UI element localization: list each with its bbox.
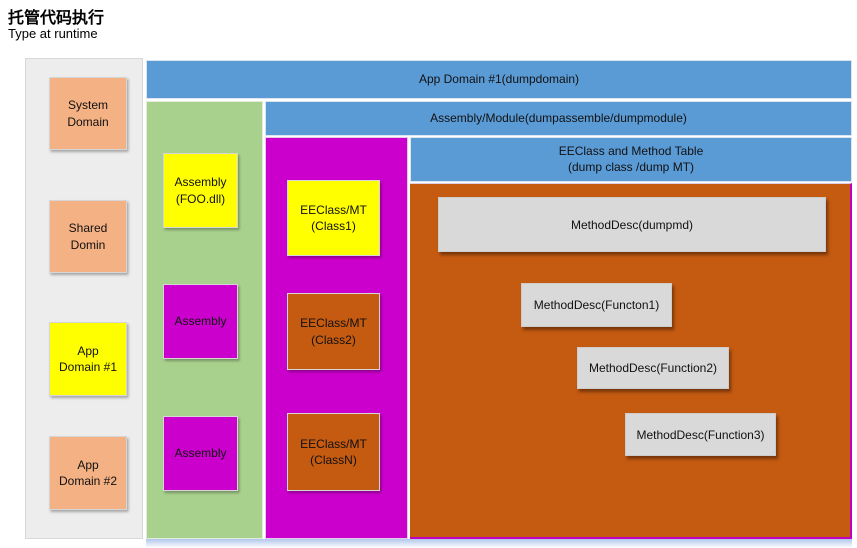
bottom-glow [146,539,852,548]
eeclass-class1-line2: (Class1) [311,219,356,233]
app-domain-header-bar: App Domain #1(dumpdomain) [146,60,852,99]
system-domain-label-line1: System [67,98,108,113]
assembly-3-label-line1: Assembly [174,446,227,461]
assembly-box-3: Assembly [163,416,238,491]
app-domain1-label-line2: Domain #1 [58,360,118,374]
methoddesc-function2-box: MethodDesc(Function2) [577,347,729,389]
page-subtitle: Type at runtime [8,26,98,41]
eeclass-classn-box: EEClass/MT (ClassN) [287,413,380,491]
methoddesc-function2-label: MethodDesc(Function2) [588,361,718,375]
eeclass-class2-line2: (Class2) [311,332,356,347]
system-domain-label-line2: Domain [67,114,109,129]
app-domain1-box: App Domain #1 [49,322,127,396]
eeclass-class1-box: EEClass/MT (Class1) [287,180,380,256]
methoddesc-function1-label: MethodDesc(Functon1) [533,298,660,312]
eeclass-class2-line1: EEClass/MT [300,316,367,331]
assembly-module-header-label: Assembly/Module(dumpassemble/dumpmodule) [430,110,687,125]
app-domain-header-label: App Domain #1(dumpdomain) [418,71,580,86]
assembly-foo-label-line1: Assembly [174,175,227,190]
app-domain2-label-line1: App [77,457,99,472]
eeclass-class1-line1: EEClass/MT [300,202,367,217]
system-domain-box: System Domain [49,77,127,150]
app-domain1-label-line1: App [77,343,99,358]
assembly-module-header-bar: Assembly/Module(dumpassemble/dumpmodule) [265,101,852,136]
methoddesc-dumpmd-label: MethodDesc(dumpmd) [570,217,694,232]
methoddesc-dumpmd-box: MethodDesc(dumpmd) [438,197,826,252]
shared-domain-box: Shared Domin [49,200,127,273]
eeclass-classn-line2: (ClassN) [310,453,357,467]
eeclass-header-bar: EEClass and Method Table (dump class /du… [410,137,852,182]
assembly-foo-label-line2: (FOO.dll) [175,191,226,206]
eeclass-classn-line1: EEClass/MT [300,436,367,451]
eeclass-header-line1: EEClass and Method Table [558,143,704,158]
eeclass-class2-box: EEClass/MT (Class2) [287,293,380,370]
assembly-box-2: Assembly [163,284,238,359]
assembly-foo-box: Assembly (FOO.dll) [163,153,238,228]
app-domain2-label-line2: Domain #2 [58,474,118,488]
eeclass-header-line2: (dump class /dump MT) [567,159,695,174]
assembly-2-label-line1: Assembly [174,314,227,329]
methoddesc-function3-label: MethodDesc(Function3) [636,427,765,442]
shared-domain-label-line2: Domin [70,237,106,252]
methoddesc-function3-box: MethodDesc(Function3) [625,413,776,456]
methoddesc-function1-box: MethodDesc(Functon1) [521,283,672,327]
page-title: 托管代码执行 [8,10,105,27]
shared-domain-label-line1: Shared [68,221,108,236]
app-domain2-box: App Domain #2 [49,436,127,510]
